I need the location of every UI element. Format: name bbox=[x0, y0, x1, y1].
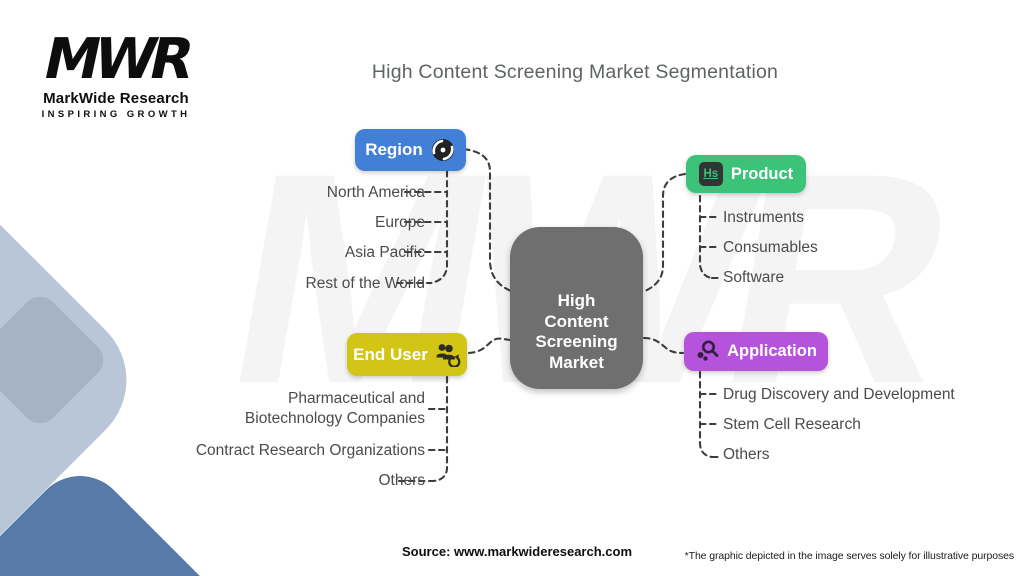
region-label: Region bbox=[365, 140, 423, 159]
disclaimer-text: *The graphic depicted in the image serve… bbox=[684, 550, 1014, 562]
end-user-item: Pharmaceutical and Biotechnology Compani… bbox=[244, 390, 425, 427]
product-item: Software bbox=[723, 269, 785, 286]
application-item: Stem Cell Research bbox=[723, 416, 861, 433]
branch-node-region: Region bbox=[355, 129, 466, 171]
application-item: Others bbox=[723, 446, 770, 463]
branch-node-end-user: End User bbox=[347, 333, 467, 376]
region-item: Rest of the World bbox=[305, 275, 425, 292]
logo-company-name: MarkWide Research bbox=[43, 90, 189, 107]
application-label: Application bbox=[727, 342, 817, 360]
center-market-label: High Content Screening Market bbox=[535, 291, 618, 372]
brand-logo: MWR MarkWide Research INSPIRING GROWTH bbox=[36, 27, 196, 120]
center-market-node: High Content Screening Market bbox=[510, 227, 643, 389]
page-title: High Content Screening Market Segmentati… bbox=[371, 61, 779, 83]
users-refresh-icon bbox=[436, 344, 461, 367]
branch-node-application: Application bbox=[684, 332, 828, 371]
product-item: Instruments bbox=[723, 209, 804, 226]
application-item: Drug Discovery and Development bbox=[723, 386, 955, 403]
element-tile-icon: Hs bbox=[698, 162, 723, 186]
region-item: Europe bbox=[375, 214, 425, 231]
logo-monogram: MWR bbox=[37, 27, 195, 92]
product-item: Consumables bbox=[723, 239, 818, 256]
logo-tagline: INSPIRING GROWTH bbox=[41, 109, 191, 120]
globe-icon bbox=[431, 139, 454, 161]
source-text: Source: www.markwideresearch.com bbox=[402, 544, 633, 559]
magnifier-cells-icon bbox=[697, 340, 719, 361]
end-user-item: Contract Research Organizations bbox=[195, 442, 425, 459]
end-user-item: Others bbox=[378, 472, 425, 489]
region-item: Asia Pacific bbox=[344, 244, 425, 261]
branch-node-product: Hs Product bbox=[686, 155, 806, 193]
region-item: North America bbox=[326, 184, 425, 201]
product-label: Product bbox=[730, 164, 794, 183]
end-user-label: End User bbox=[353, 344, 428, 364]
